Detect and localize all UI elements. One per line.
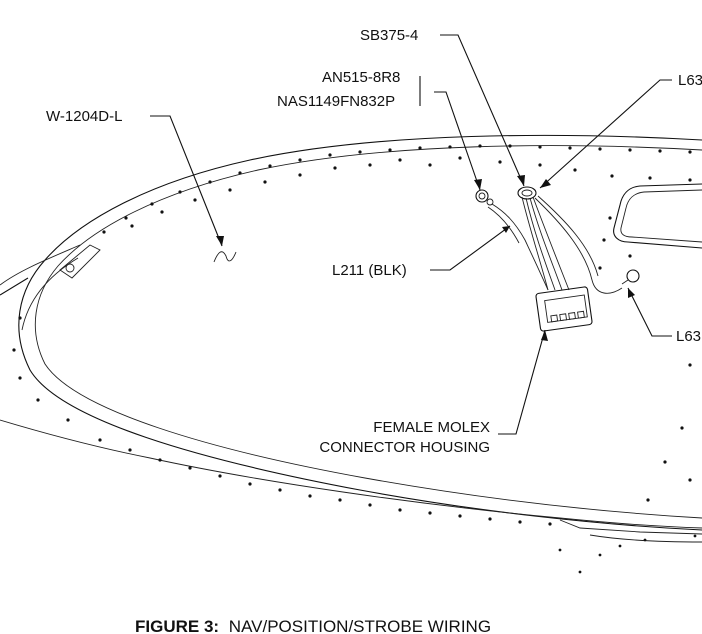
wire-harness [475, 186, 640, 332]
label-l63-right: L63 [676, 328, 701, 345]
label-nas1149: NAS1149FN832P [277, 93, 395, 110]
part-marker [213, 251, 237, 263]
label-w1204d: W-1204D-L [46, 108, 122, 125]
label-an515: AN515-8R8 [322, 69, 400, 86]
molex-connector [535, 286, 593, 332]
arrowheads [216, 175, 635, 341]
screw [475, 189, 489, 203]
figure-title: NAV/POSITION/STROBE WIRING [229, 617, 491, 634]
figure-label: FIGURE 3: [135, 617, 219, 634]
leader-lines [0, 34, 672, 435]
wingtip-outline [0, 134, 702, 543]
label-sb375: SB375-4 [360, 27, 418, 44]
figure-caption: FIGURE 3: NAV/POSITION/STROBE WIRING [135, 617, 491, 634]
label-l63-top: L63 [678, 72, 702, 89]
rivet-pattern [12, 144, 697, 574]
label-molex-line1: FEMALE MOLEX [373, 419, 490, 436]
label-molex-line2: CONNECTOR HOUSING [319, 439, 490, 456]
access-panel [613, 183, 702, 249]
label-l211: L211 (BLK) [332, 262, 407, 279]
grommet [517, 186, 537, 200]
ring-terminal [626, 269, 640, 283]
